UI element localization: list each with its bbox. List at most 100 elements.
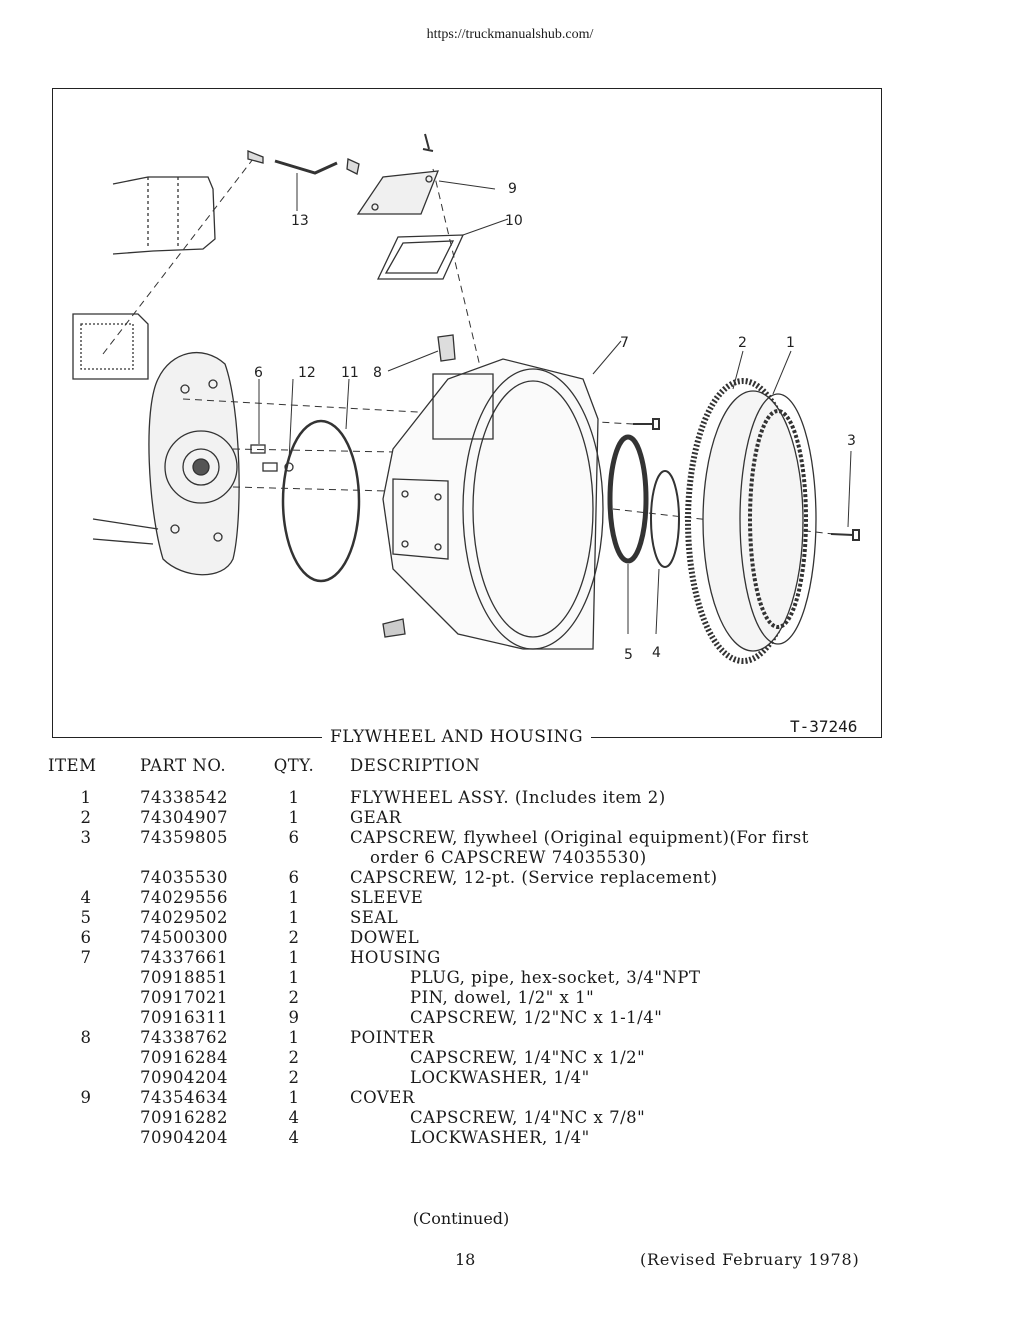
parts-list-table: ITEM PART NO. QTY. DESCRIPTION 1 74338542… bbox=[48, 756, 908, 1148]
description-cell: COVER bbox=[350, 1088, 415, 1107]
description-cell: FLYWHEEL ASSY. (Includes item 2) bbox=[350, 788, 666, 807]
header-description: DESCRIPTION bbox=[350, 756, 481, 775]
table-row: 6 74500300 2 DOWEL bbox=[48, 928, 908, 948]
item-cell: 8 bbox=[80, 1028, 92, 1047]
quantity-cell: 1 bbox=[288, 788, 300, 807]
description-cell: LOCKWASHER, 1/4" bbox=[410, 1128, 590, 1147]
callout-6: 6 bbox=[254, 365, 263, 381]
engine-block-drawing bbox=[72, 176, 240, 576]
callout-3: 3 bbox=[847, 433, 856, 449]
description-cell: HOUSING bbox=[350, 948, 441, 967]
quantity-cell: 1 bbox=[288, 1028, 300, 1047]
callout-2: 2 bbox=[738, 335, 747, 351]
description-cell: CAPSCREW, 12-pt. (Service replacement) bbox=[350, 868, 718, 887]
callout-leaders bbox=[258, 173, 852, 635]
part-number-cell: 74500300 bbox=[140, 928, 228, 947]
table-body: 1 74338542 1 FLYWHEEL ASSY. (Includes item … bbox=[48, 788, 908, 1148]
part-number-cell: 70916284 bbox=[140, 1048, 228, 1067]
quantity-cell: 4 bbox=[288, 1128, 300, 1147]
dowel-part bbox=[250, 444, 266, 454]
callout-9: 9 bbox=[508, 181, 517, 197]
seal-ring-part bbox=[281, 419, 361, 583]
table-row: 7 74337661 1 HOUSING bbox=[48, 948, 908, 968]
table-row: 9 74354634 1 COVER bbox=[48, 1088, 908, 1108]
table-row: 74035530 6 CAPSCREW, 12-pt. (Service repla… bbox=[48, 868, 908, 888]
description-cell: PLUG, pipe, hex-socket, 3/4"NPT bbox=[410, 968, 701, 987]
part-number-cell: 70904204 bbox=[140, 1128, 228, 1147]
quantity-cell: 1 bbox=[288, 888, 300, 907]
description-cell: GEAR bbox=[350, 808, 402, 827]
part-number-cell: 70916282 bbox=[140, 1108, 228, 1127]
description-cell: order 6 CAPSCREW 74035530) bbox=[370, 848, 647, 867]
part-number-cell: 74338542 bbox=[140, 788, 228, 807]
header-part-no: PART NO. bbox=[140, 756, 227, 775]
table-row: 70916282 4 CAPSCREW, 1/4"NC x 7/8" bbox=[48, 1108, 908, 1128]
callout-10: 10 bbox=[505, 213, 523, 229]
exploded-view-figure: 13 9 10 7 2 1 6 12 11 8 3 5 4 bbox=[52, 88, 882, 738]
description-cell: CAPSCREW, flywheel (Original equipment)(… bbox=[350, 828, 809, 847]
part-number-cell: 70918851 bbox=[140, 968, 228, 987]
part-number-cell: 74035530 bbox=[140, 868, 228, 887]
item-cell: 4 bbox=[80, 888, 92, 907]
callout-4: 4 bbox=[652, 645, 661, 661]
description-cell: POINTER bbox=[350, 1028, 435, 1047]
capscrew-part bbox=[633, 418, 660, 430]
callout-11: 11 bbox=[341, 365, 359, 381]
description-cell: CAPSCREW, 1/4"NC x 7/8" bbox=[410, 1108, 646, 1127]
description-cell: SLEEVE bbox=[350, 888, 424, 907]
item-cell: 1 bbox=[80, 788, 92, 807]
flywheel-housing-illustration: 13 9 10 7 2 1 6 12 11 8 3 5 4 bbox=[72, 133, 860, 664]
description-cell: SEAL bbox=[350, 908, 399, 927]
table-row: order 6 CAPSCREW 74035530) bbox=[48, 848, 908, 868]
part-number-cell: 70917021 bbox=[140, 988, 228, 1007]
quantity-cell: 4 bbox=[288, 1108, 300, 1127]
callout-7: 7 bbox=[620, 335, 629, 351]
part-number-cell: 74338762 bbox=[140, 1028, 228, 1047]
table-row: 3 74359805 6 CAPSCREW, flywheel (Original e… bbox=[48, 828, 908, 848]
quantity-cell: 2 bbox=[288, 988, 300, 1007]
description-cell: CAPSCREW, 1/2"NC x 1-1/4" bbox=[410, 1008, 663, 1027]
figure-number: T-37246 bbox=[790, 717, 858, 736]
sleeve-part bbox=[650, 470, 680, 568]
description-cell: CAPSCREW, 1/4"NC x 1/2" bbox=[410, 1048, 646, 1067]
header-item: ITEM bbox=[48, 756, 97, 775]
quantity-cell: 1 bbox=[288, 808, 300, 827]
quantity-cell: 1 bbox=[288, 948, 300, 967]
quantity-cell: 1 bbox=[288, 908, 300, 927]
quantity-cell: 9 bbox=[288, 1008, 300, 1027]
quantity-cell: 2 bbox=[288, 1068, 300, 1087]
callout-5: 5 bbox=[624, 647, 633, 663]
quantity-cell: 1 bbox=[288, 1088, 300, 1107]
figure-caption: FLYWHEEL AND HOUSING bbox=[322, 727, 592, 747]
page-number: 18 bbox=[455, 1250, 476, 1269]
header-qty: QTY. bbox=[273, 756, 315, 775]
quantity-cell: 6 bbox=[288, 868, 300, 887]
item-cell: 3 bbox=[80, 828, 92, 847]
seal-part bbox=[607, 434, 649, 564]
part-number-cell: 74337661 bbox=[140, 948, 228, 967]
callout-12: 12 bbox=[298, 365, 316, 381]
table-row: 5 74029502 1 SEAL bbox=[48, 908, 908, 928]
oil-pipe-assembly bbox=[247, 150, 360, 175]
part-number-cell: 70904204 bbox=[140, 1068, 228, 1087]
table-row: 70917021 2 PIN, dowel, 1/2" x 1" bbox=[48, 988, 908, 1008]
table-row: 8 74338762 1 POINTER bbox=[48, 1028, 908, 1048]
item-cell: 6 bbox=[80, 928, 92, 947]
item-cell: 5 bbox=[80, 908, 92, 927]
description-cell: PIN, dowel, 1/2" x 1" bbox=[410, 988, 595, 1007]
o-ring-part bbox=[284, 462, 294, 472]
revision-date: (Revised February 1978) bbox=[640, 1250, 860, 1269]
item-cell: 9 bbox=[80, 1088, 92, 1107]
quantity-cell: 6 bbox=[288, 828, 300, 847]
item-cell: 7 bbox=[80, 948, 92, 967]
source-url: https://truckmanualshub.com/ bbox=[426, 27, 594, 42]
part-number-cell: 74354634 bbox=[140, 1088, 228, 1107]
description-cell: DOWEL bbox=[350, 928, 420, 947]
part-number-cell: 74359805 bbox=[140, 828, 228, 847]
quantity-cell: 2 bbox=[288, 928, 300, 947]
part-number-cell: 74029502 bbox=[140, 908, 228, 927]
